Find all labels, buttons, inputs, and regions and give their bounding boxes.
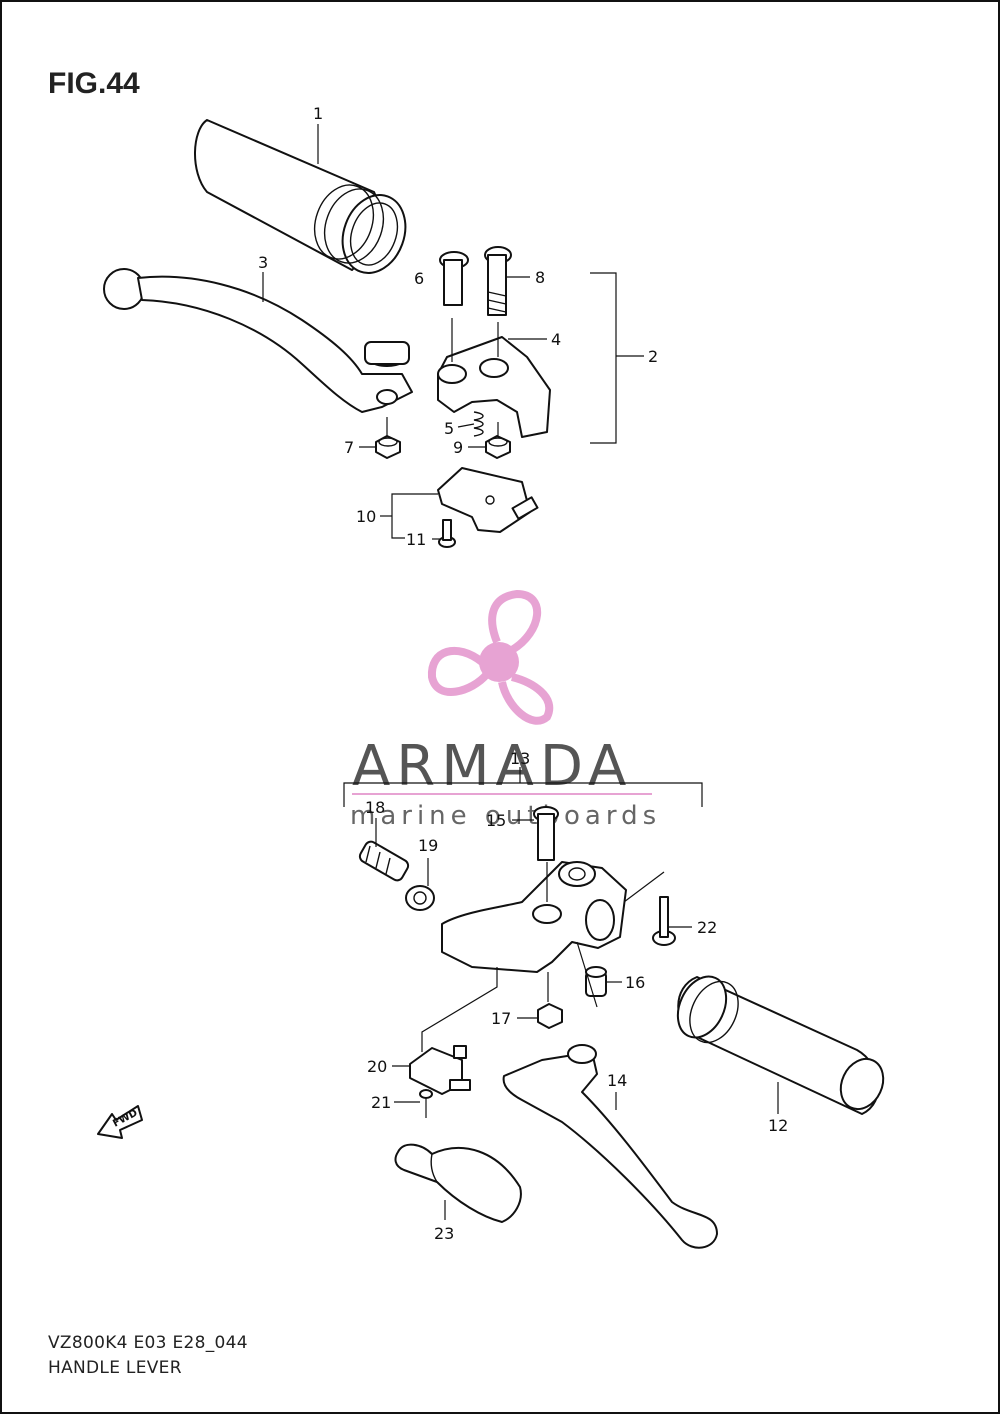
callout-20: 20 [367, 1057, 387, 1076]
part-22-bolt [652, 896, 676, 946]
callout-8: 8 [535, 268, 545, 287]
callout-22: 22 [697, 918, 717, 937]
callout-3: 3 [258, 253, 268, 272]
armada-watermark: ARMADA marine outboards [350, 589, 661, 831]
callout-5: 5 [444, 419, 454, 438]
fwd-arrow-icon: FWD [97, 1105, 143, 1139]
part-5-spring [473, 411, 484, 437]
callout-10: 10 [356, 507, 376, 526]
part-21-screw [419, 1089, 433, 1118]
callout-6: 6 [414, 269, 424, 288]
part-4-holder [437, 336, 551, 438]
part-18-adjuster [358, 840, 410, 882]
callout-16: 16 [625, 973, 645, 992]
propeller-logo-icon [427, 589, 554, 725]
clutch-lever-holder [441, 861, 627, 973]
part-20-clutch-switch [409, 1045, 471, 1095]
callout-12: 12 [768, 1116, 788, 1135]
leader-lines-upper [262, 124, 644, 540]
callout-1: 1 [313, 104, 323, 123]
part-8-screw [484, 246, 512, 316]
part-3-brake-lever [103, 268, 413, 413]
callout-18: 18 [365, 798, 385, 817]
callout-labels: 1 2 3 4 5 6 7 8 9 10 11 12 13 14 15 16 1… [258, 104, 788, 1243]
callout-21: 21 [371, 1093, 391, 1112]
part-14-clutch-lever [502, 1044, 718, 1249]
part-6-pivot-bolt [439, 251, 469, 306]
part-7-nut [375, 435, 401, 459]
brand-tagline: marine outboards [350, 801, 661, 831]
part-15-pivot-bolt [512, 806, 559, 861]
part-11-screw [438, 519, 456, 548]
callout-4: 4 [551, 330, 561, 349]
callout-15: 15 [486, 811, 506, 830]
callout-14: 14 [607, 1071, 627, 1090]
part-13-bracket [343, 782, 703, 807]
part-12-right-grip [676, 975, 885, 1115]
footer-model-code: VZ800K4 E03 E28_044 [48, 1333, 248, 1353]
callout-9: 9 [453, 438, 463, 457]
callout-23: 23 [434, 1224, 454, 1243]
callout-2: 2 [648, 347, 658, 366]
part-23-lever-guard [394, 1143, 522, 1223]
callout-13: 13 [510, 749, 530, 768]
callout-19: 19 [418, 836, 438, 855]
callout-17: 17 [491, 1009, 511, 1028]
callout-11: 11 [406, 530, 426, 549]
part-19-lock-nut [405, 885, 435, 911]
leader-lines-lower [375, 818, 779, 1220]
part-10-front-brake-switch [437, 467, 539, 533]
propeller-hub-icon [479, 642, 519, 682]
part-17-nut [537, 1003, 563, 1029]
part-9-nut [485, 435, 511, 459]
callout-7: 7 [344, 438, 354, 457]
part-1-left-grip [194, 119, 407, 274]
footer-caption: HANDLE LEVER [48, 1358, 182, 1378]
figure-title: FIG.44 [48, 67, 140, 100]
brand-name: ARMADA [352, 734, 632, 799]
